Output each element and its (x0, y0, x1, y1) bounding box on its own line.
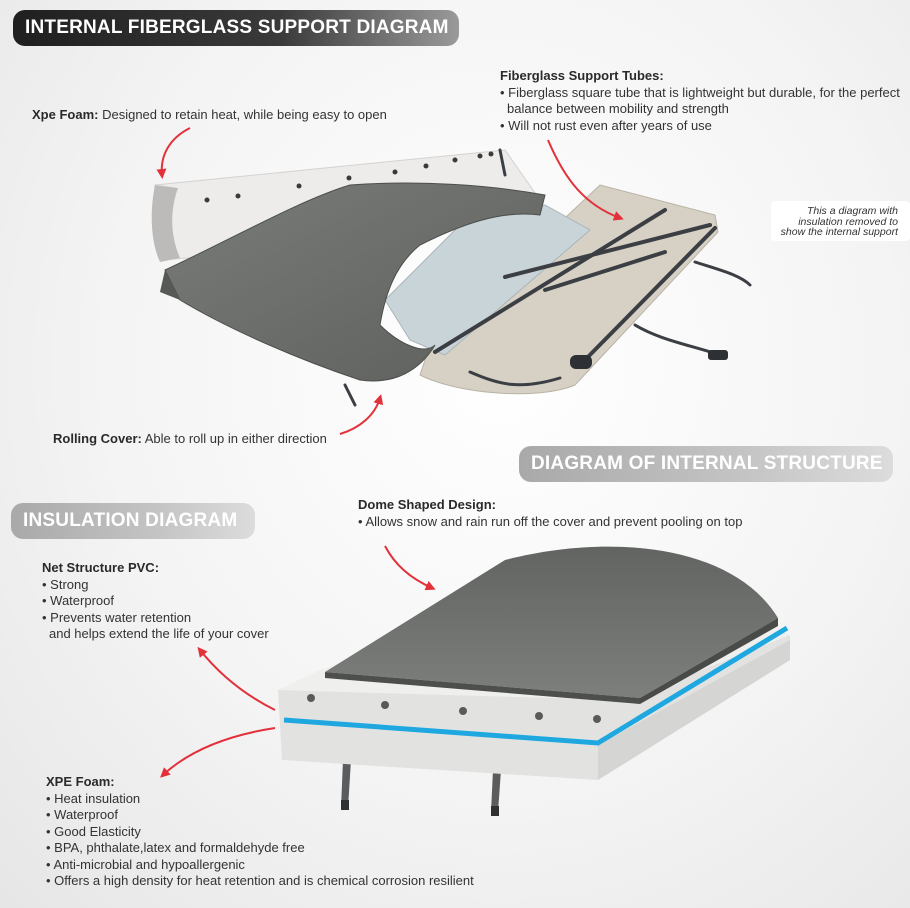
insulation-title: INSULATION DIAGRAM (11, 503, 255, 539)
net-pvc-bullet: • Waterproof (42, 593, 114, 608)
net-pvc-arrow (197, 646, 276, 711)
xpe-foam-bottom-bullet: • Waterproof (46, 807, 118, 822)
xpe-foam-bottom-bullet: • Good Elasticity (46, 823, 141, 839)
rolling-cover-text: Able to roll up in either direction (144, 431, 327, 446)
xpe-foam-bottom-label: XPE Foam: (46, 774, 115, 789)
note-line: show the internal support (780, 226, 898, 238)
fiberglass-tubes-arrow (547, 139, 624, 221)
net-pvc-callout: Net Structure PVC: • Strong • Waterproof… (42, 560, 269, 643)
insulation-block-illustration (278, 546, 790, 816)
fiberglass-tubes-callout: Fiberglass Support Tubes: • Fiberglass s… (500, 68, 900, 134)
dome-design-arrow (384, 545, 436, 591)
dome-design-callout: Dome Shaped Design: • Allows snow and ra… (358, 497, 742, 530)
fiberglass-tubes-label: Fiberglass Support Tubes: (500, 68, 664, 83)
fiberglass-cover-illustration (151, 148, 752, 407)
xpe-foam-bottom-bullet: • Heat insulation (46, 790, 141, 806)
rolling-cover-callout: Rolling Cover: Able to roll up in either… (53, 431, 327, 448)
rolling-cover-label: Rolling Cover: (53, 431, 142, 446)
note-line: insulation removed to (798, 215, 898, 228)
xpe-foam-bottom-arrow (160, 727, 276, 778)
main-title: INTERNAL FIBERGLASS SUPPORT DIAGRAM (13, 10, 459, 46)
xpe-foam-callout: Xpe Foam: Designed to retain heat, while… (32, 107, 387, 124)
fiberglass-tubes-bullet: • Fiberglass square tube that is lightwe… (500, 84, 900, 100)
internal-support-note: This a diagram with insulation removed t… (771, 201, 910, 241)
net-pvc-bullet: and helps extend the life of your cover (49, 626, 269, 641)
xpe-foam-bottom-bullet: • BPA, phthalate,latex and formaldehyde … (46, 840, 305, 855)
dome-design-label: Dome Shaped Design: (358, 497, 496, 512)
xpe-foam-text: Designed to retain heat, while being eas… (102, 107, 387, 122)
internal-structure-title: DIAGRAM OF INTERNAL STRUCTURE (519, 446, 893, 482)
xpe-foam-bottom-bullet: • Offers a high density for heat retenti… (46, 873, 474, 888)
net-pvc-label: Net Structure PVC: (42, 560, 160, 575)
xpe-foam-bottom-callout: XPE Foam: • Heat insulation • Waterproof… (46, 774, 474, 890)
xpe-foam-bottom-bullet: • Anti-microbial and hypoallergenic (46, 856, 245, 872)
fiberglass-tubes-bullet: balance between mobility and strength (507, 101, 729, 116)
net-pvc-bullet: • Strong (42, 576, 89, 592)
note-line: This a diagram with (806, 205, 898, 217)
xpe-foam-label: Xpe Foam: (32, 107, 99, 122)
rolling-cover-arrow (339, 394, 384, 435)
dome-design-bullet: • Allows snow and rain run off the cover… (358, 513, 743, 529)
xpe-foam-arrow (156, 127, 191, 179)
net-pvc-bullet: • Prevents water retention (42, 609, 192, 625)
fiberglass-tubes-bullet: • Will not rust even after years of use (500, 117, 712, 133)
